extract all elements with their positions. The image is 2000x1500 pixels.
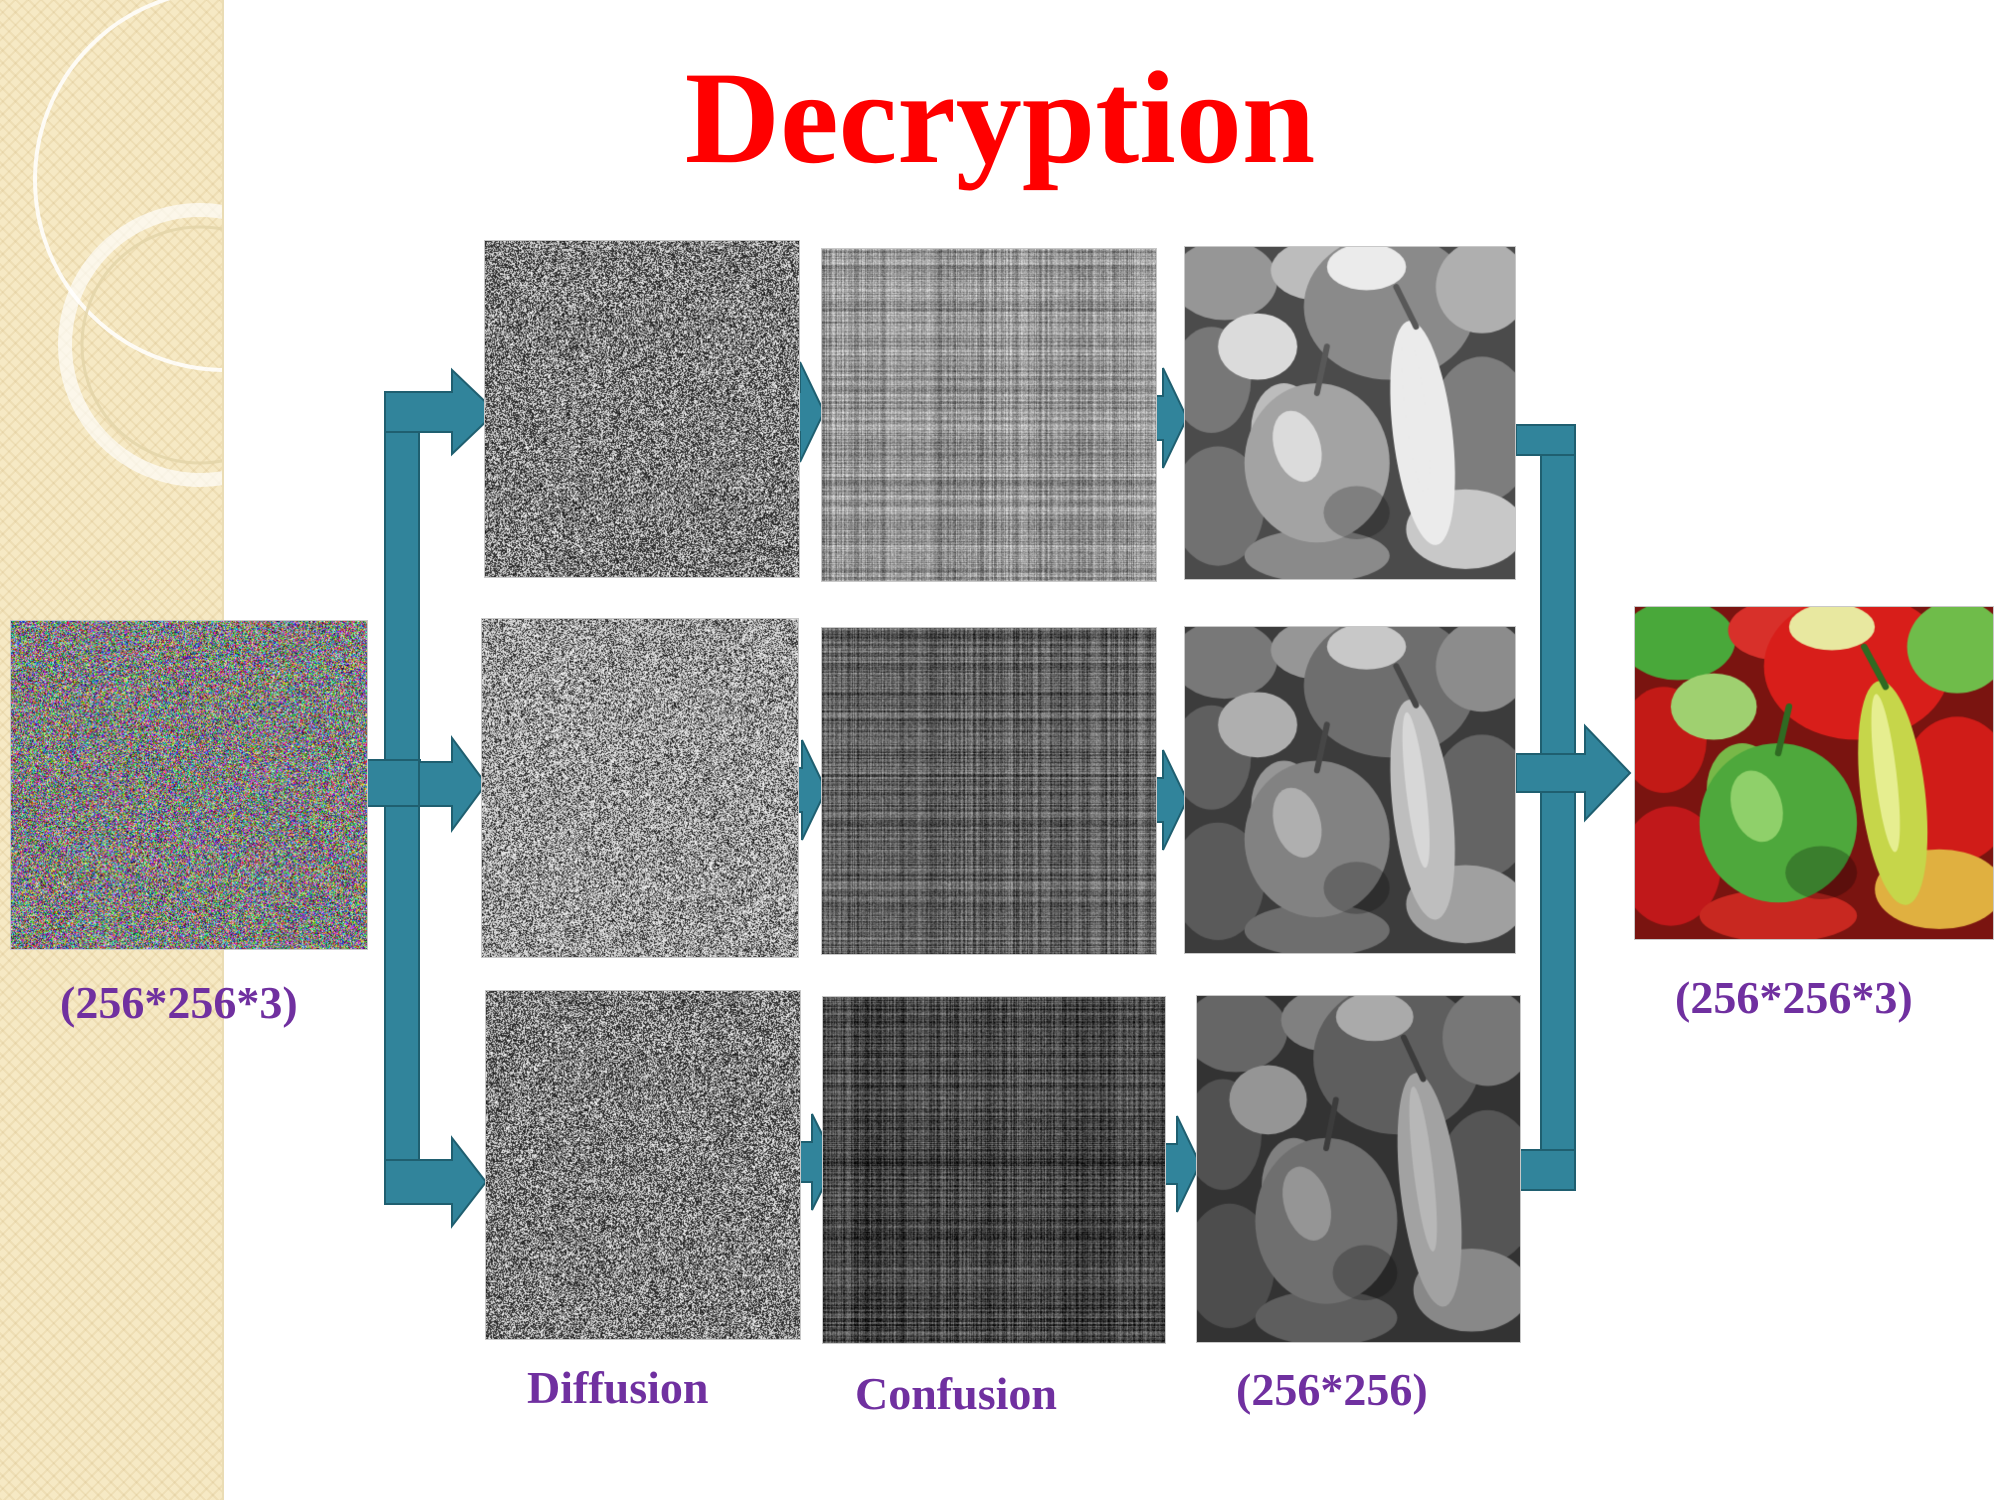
merge-connector-top xyxy=(1515,424,1576,456)
output-decrypted-image xyxy=(1634,606,1994,940)
merge-connector-bottom xyxy=(1515,1149,1576,1191)
arrow-to-diffusion-top xyxy=(384,367,498,457)
confusion-image-middle xyxy=(821,627,1157,955)
arrow-to-diffusion-middle xyxy=(418,734,488,834)
confusion-image-top xyxy=(821,248,1157,582)
confusion-image-bottom xyxy=(822,996,1166,1344)
output-size-label: (256*256*3) xyxy=(1675,972,1913,1023)
channel-size-label: (256*256) xyxy=(1236,1364,1428,1415)
input-size-label: (256*256*3) xyxy=(60,977,298,1028)
input-encrypted-image xyxy=(10,620,368,950)
input-connector xyxy=(357,759,421,807)
channel-image-middle xyxy=(1184,626,1516,954)
channel-image-bottom xyxy=(1196,995,1521,1343)
confusion-label: Confusion xyxy=(855,1368,1057,1419)
arrow-confusion-channel-3 xyxy=(1162,1115,1202,1213)
arrow-to-diffusion-bottom xyxy=(384,1135,488,1229)
arrow-to-output xyxy=(1515,723,1632,823)
channel-image-top xyxy=(1184,246,1516,580)
diffusion-image-top xyxy=(484,240,800,578)
diffusion-label: Diffusion xyxy=(527,1362,709,1413)
diffusion-image-bottom xyxy=(485,990,801,1340)
sidebar-rings-decoration xyxy=(33,0,222,487)
page-title: Decryption xyxy=(684,44,1316,191)
diffusion-image-middle xyxy=(481,618,799,958)
merge-bar xyxy=(1540,424,1576,1191)
